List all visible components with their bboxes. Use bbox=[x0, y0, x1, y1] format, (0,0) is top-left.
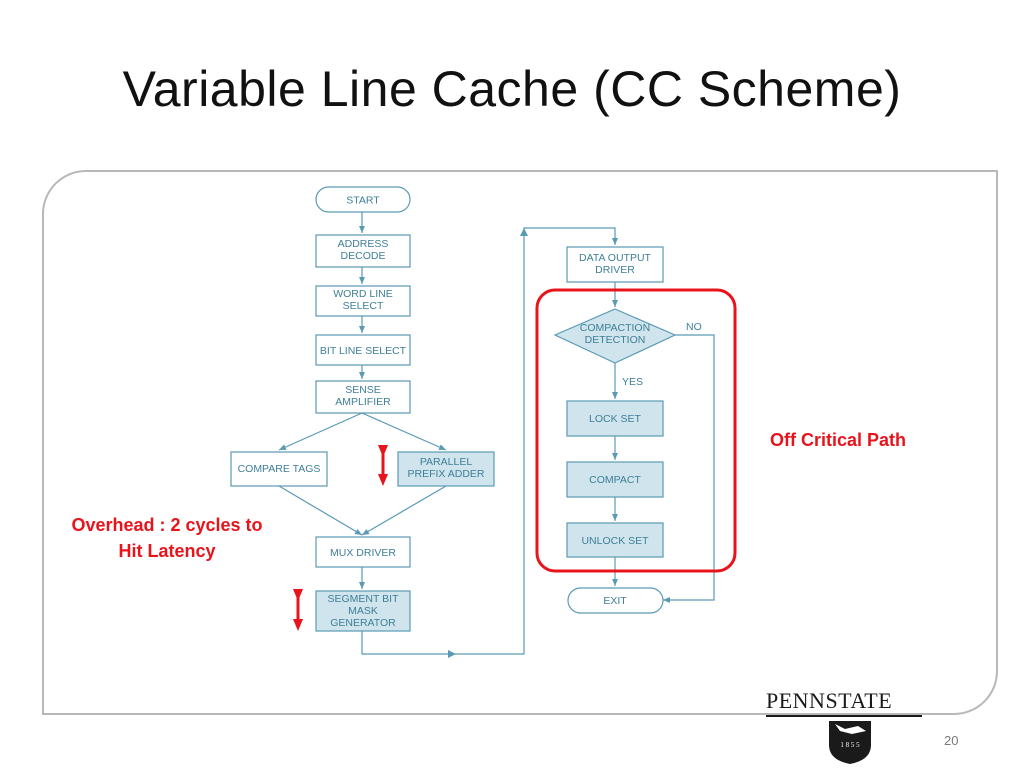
node-compare-tags-label: COMPARE TAGS bbox=[238, 463, 321, 475]
pennstate-rule bbox=[766, 715, 922, 717]
edge-compare-mux bbox=[278, 485, 363, 536]
off-critical-path-box bbox=[535, 288, 737, 573]
node-data-output-driver bbox=[566, 246, 664, 283]
node-address-decode-line2: DECODE bbox=[341, 250, 386, 262]
edge-sense-adder bbox=[361, 412, 447, 451]
node-bit-line-label: BIT LINE SELECT bbox=[320, 345, 407, 357]
overhead-line2: Hit Latency bbox=[118, 541, 216, 561]
node-lock-set bbox=[566, 400, 664, 437]
pennstate-year: 1 8 5 5 bbox=[840, 741, 860, 749]
node-address-decode-line1: ADDRESS bbox=[338, 238, 389, 250]
node-compare-tags bbox=[230, 451, 328, 487]
node-lock-set-label: LOCK SET bbox=[589, 413, 642, 425]
node-word-line-select bbox=[315, 285, 411, 317]
node-word-line-line1: WORD LINE bbox=[333, 288, 393, 300]
edge-sense-compare bbox=[278, 412, 363, 451]
node-unlock-set-label: UNLOCK SET bbox=[581, 535, 649, 547]
edge-label-yes: YES bbox=[622, 376, 643, 388]
node-mux-label: MUX DRIVER bbox=[330, 547, 396, 559]
off-critical-path-label: Off Critical Path bbox=[769, 430, 907, 450]
node-unlock-set bbox=[566, 522, 664, 558]
node-exit-label: EXIT bbox=[603, 595, 627, 607]
node-mux-driver bbox=[315, 536, 411, 568]
node-exit bbox=[567, 587, 664, 614]
slide-title: Variable Line Cache (CC Scheme) bbox=[122, 61, 902, 117]
connectors-left bbox=[278, 212, 618, 655]
connector-midarrows bbox=[448, 228, 528, 658]
node-compact bbox=[566, 461, 664, 498]
overhead-annotation: Overhead : 2 cycles to Hit Latency bbox=[40, 512, 294, 564]
node-compaction-line2: DETECTION bbox=[585, 334, 646, 346]
node-word-line-line2: SELECT bbox=[343, 300, 384, 312]
node-start bbox=[315, 186, 411, 213]
edge-segment-dataoutput bbox=[361, 227, 618, 655]
node-segment-line2: MASK bbox=[348, 605, 378, 617]
node-segment-line1: SEGMENT BIT bbox=[328, 593, 400, 605]
node-sense-line1: SENSE bbox=[345, 384, 381, 396]
node-adder-line2: PREFIX ADDER bbox=[407, 468, 484, 480]
overhead-line1: Overhead : 2 cycles to bbox=[71, 515, 263, 535]
edge-compaction-no-exit bbox=[663, 334, 715, 603]
node-segment-bit-mask-generator bbox=[315, 590, 411, 632]
node-adder-line1: PARALLEL bbox=[420, 456, 472, 468]
node-compaction-line1: COMPACTION bbox=[580, 322, 650, 334]
page-number: 20 bbox=[944, 733, 959, 748]
node-compaction-detection bbox=[553, 308, 677, 364]
node-bit-line-select bbox=[315, 334, 411, 366]
node-start-label: START bbox=[346, 195, 380, 207]
edge-adder-mux bbox=[361, 485, 447, 536]
node-sense-line2: AMPLIFIER bbox=[335, 396, 391, 408]
edge-label-no: NO bbox=[686, 321, 702, 333]
pennstate-shield-icon: 1 8 5 5 bbox=[829, 721, 871, 764]
pennstate-wordmark: PENNSTATE bbox=[766, 688, 893, 713]
node-segment-line3: GENERATOR bbox=[330, 617, 396, 629]
node-data-output-line1: DATA OUTPUT bbox=[579, 252, 652, 264]
node-compact-label: COMPACT bbox=[589, 474, 641, 486]
node-sense-amplifier bbox=[315, 380, 411, 414]
node-address-decode bbox=[315, 234, 411, 268]
node-data-output-line2: DRIVER bbox=[595, 264, 635, 276]
node-parallel-prefix-adder bbox=[397, 451, 495, 487]
connectors-right bbox=[612, 282, 715, 603]
content-frame bbox=[42, 170, 998, 715]
